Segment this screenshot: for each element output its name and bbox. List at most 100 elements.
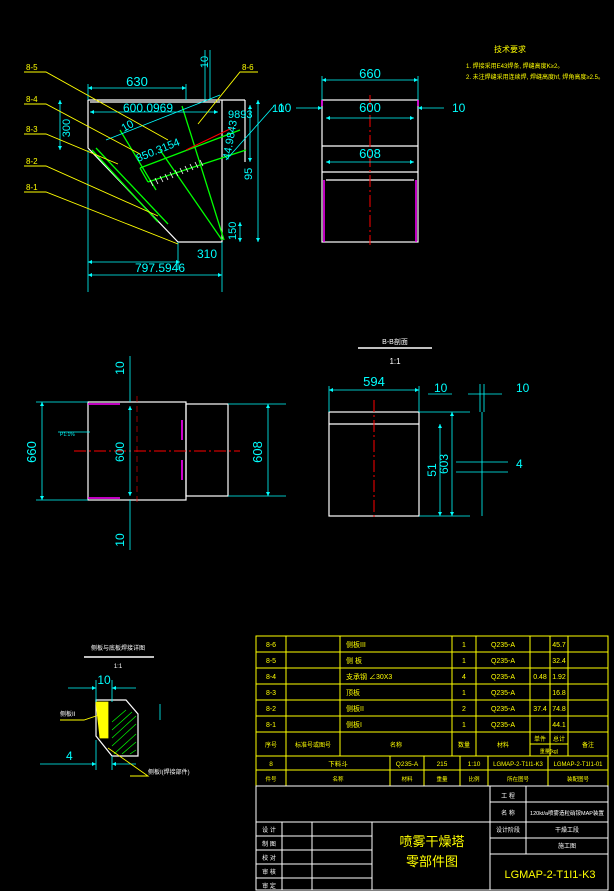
bom-no: 8-3 — [266, 690, 276, 697]
detail-label-left: 侧板II — [60, 710, 76, 718]
bom-total: 74.8 — [552, 706, 566, 713]
dim-603: 603 — [437, 454, 451, 474]
bom-name: 侧 板 — [346, 656, 362, 665]
parent-drawing: LGMAP-2-T1I1-K3 — [493, 762, 543, 768]
dim-l10-b: 10 — [278, 101, 292, 115]
dim-b10-c: 10 — [113, 533, 127, 547]
parent-h-mat: 材料 — [401, 775, 413, 783]
dim-diag-10: 10 — [120, 118, 137, 135]
technical-notes: 技术要求 1. 焊接采用E43焊条, 焊缝高度K≥2。 2. 未注焊缝采用连续焊… — [466, 44, 604, 81]
tb-stage-value: 干燥工段 — [555, 826, 579, 834]
bom-name: 侧板III — [346, 640, 366, 649]
section-title: B-B剖面 — [382, 337, 408, 346]
label-8-6: 8-6 — [242, 63, 254, 72]
dim-4: 4 — [516, 457, 523, 471]
view-a-front: 630 600.0969 10 10 9893 300 10 850.3154 … — [24, 50, 284, 292]
view-c-plan: 660 600 608 10 10 P1:1% — [24, 356, 286, 550]
title-block: 工 程 名 称 120kt/a喷雾造粒硝铵MAP装置 设计阶段 干燥工段 施工图… — [255, 785, 609, 891]
dim-310: 310 — [197, 247, 217, 261]
bom-no: 8-5 — [266, 658, 276, 665]
tb-stage-label: 设计阶段 — [496, 826, 520, 834]
parent-scale: 1:10 — [468, 761, 481, 768]
view-b-side: 660 600 608 10 10 — [278, 66, 466, 245]
bom-parent: 8 下料斗 Q235-A 215 1:10 LGMAP-2-T1I1-K3 LG… — [265, 759, 603, 783]
bom-unit: 37.4 — [533, 706, 547, 713]
tb-role-draw: 制 图 — [262, 840, 276, 848]
dim-660-c: 660 — [24, 441, 39, 463]
tb-project-label-1: 工 程 — [501, 792, 515, 800]
parent-h-scale: 比例 — [468, 775, 480, 783]
bom-name: 侧板I — [346, 720, 362, 729]
detail-title: 侧板与底板焊接详图 — [91, 644, 145, 652]
section-b-b: B-B剖面 1:1 594 10 10 51 603 — [328, 337, 530, 520]
dim-797: 797.5946 — [135, 261, 185, 275]
view-a-part-labels: 8-5 8-4 8-3 8-2 8-1 8-6 — [26, 63, 254, 192]
parent-weight: 215 — [437, 761, 448, 768]
dim-9893: 9893 — [228, 109, 252, 121]
dim-608-b: 608 — [359, 146, 381, 161]
tb-project-name: 120kt/a喷雾造粒硝铵MAP装置 — [530, 809, 604, 817]
bom-mat: Q235-A — [491, 658, 515, 665]
tb-spec-label: 施工图 — [558, 842, 576, 850]
dim-right-10: 10 — [272, 103, 284, 115]
bom-h-qty: 数量 — [458, 741, 470, 749]
bom-name: 支承钢 ∠30X3 — [346, 672, 392, 681]
notes-title: 技术要求 — [494, 44, 526, 54]
view-a-dimlines — [58, 50, 275, 292]
dim-95: 95 — [243, 168, 255, 180]
bom-mat: Q235-A — [491, 722, 515, 729]
dim-top-10: 10 — [199, 56, 211, 68]
parent-h-no: 件号 — [265, 775, 277, 783]
bom-h-name: 名称 — [390, 741, 402, 749]
bom-mat: Q235-A — [491, 706, 515, 713]
bom-h-mat: 材料 — [497, 741, 509, 749]
detail-dim-10: 10 — [97, 673, 111, 687]
bom-h-no: 序号 — [265, 741, 277, 749]
dim-630: 630 — [126, 74, 148, 89]
tb-project-label-2: 名 称 — [501, 809, 515, 817]
bom-mat: Q235-A — [491, 674, 515, 681]
notes-line-2: 2. 未注焊缝采用连续焊, 焊缝高度hf, 焊角高度≥2.5。 — [466, 73, 604, 81]
bom-no: 8-1 — [266, 722, 276, 729]
section-scale: 1:1 — [389, 357, 401, 366]
view-a-leaders — [24, 71, 258, 245]
bom-total: 44.1 — [552, 722, 566, 729]
label-8-2: 8-2 — [26, 157, 38, 166]
bom-h-unit: 单件 — [534, 735, 546, 743]
bom-qty: 4 — [462, 674, 466, 681]
label-8-5: 8-5 — [26, 63, 38, 72]
label-8-4: 8-4 — [26, 95, 38, 104]
tb-drawing-title-2: 零部件图 — [406, 854, 458, 869]
dim-600-c: 600 — [113, 442, 127, 462]
tb-role-review: 审 核 — [262, 868, 276, 876]
bom-header: 序号 标准号或图号 名称 数量 材料 单件 总计 重量(kg) 备注 — [265, 735, 594, 755]
detail-dim-4: 4 — [66, 749, 73, 763]
tb-role-check: 校 对 — [262, 854, 276, 862]
bom-qty: 1 — [462, 658, 466, 665]
label-8-3: 8-3 — [26, 125, 38, 134]
dim-600-b: 600 — [359, 100, 381, 115]
dim-150: 150 — [227, 222, 239, 240]
bom-qty: 1 — [462, 690, 466, 697]
parent-mat: Q235-A — [396, 761, 419, 768]
dim-660-b: 660 — [359, 66, 381, 81]
tb-role-approve: 审 定 — [262, 882, 276, 890]
bom-name: 顶板 — [346, 688, 360, 697]
bom-qty: 2 — [462, 706, 466, 713]
bom-qty: 1 — [462, 722, 466, 729]
dim-10b: 10 — [516, 381, 530, 395]
bom-total: 32.4 — [552, 658, 566, 665]
parent-h-drawing: 所在图号 — [507, 775, 530, 783]
bom-name: 侧板II — [346, 704, 364, 713]
parent-h-weight: 重量 — [436, 775, 448, 783]
dim-t10-c: 10 — [113, 361, 127, 375]
detail-label-right: 侧板I(焊接部件) — [148, 768, 190, 776]
bom-h-note: 备注 — [582, 741, 594, 749]
label-8-1: 8-1 — [26, 183, 38, 192]
dim-600-0969: 600.0969 — [123, 101, 173, 115]
parent-no: 8 — [269, 761, 273, 768]
parent-h-name: 名称 — [332, 775, 344, 783]
view-a-hatch — [149, 159, 204, 187]
